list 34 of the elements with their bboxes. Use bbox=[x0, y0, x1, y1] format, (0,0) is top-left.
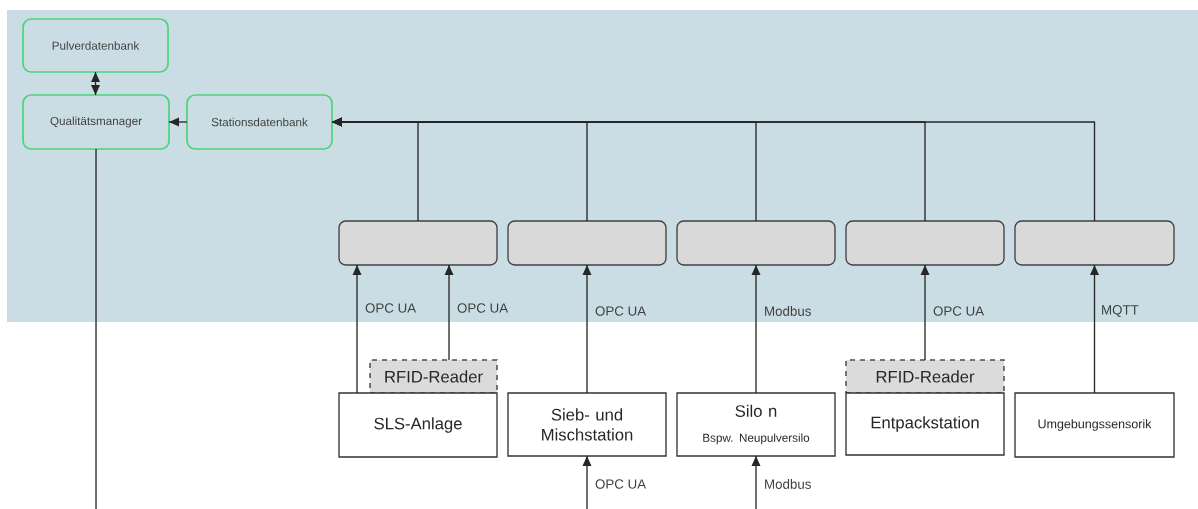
arrow bbox=[751, 455, 761, 509]
edge-label: Modbus bbox=[765, 306, 811, 316]
edge-label: OPC UA bbox=[933, 306, 985, 316]
station-box: Sieb- und Mischstation bbox=[507, 392, 667, 457]
edge-label: OPC UA bbox=[457, 303, 509, 313]
arrow bbox=[751, 264, 761, 394]
database-box: Pulverdatenbank bbox=[22, 18, 169, 73]
process-box: Qualitätsmanager bbox=[22, 94, 170, 150]
station-box: Entpackstation bbox=[845, 392, 1005, 456]
agent-box bbox=[845, 220, 1005, 266]
arrow bbox=[920, 264, 930, 361]
edge-label: OPC UA bbox=[595, 306, 647, 316]
agent-box bbox=[338, 220, 498, 266]
edge-label: Modbus bbox=[765, 479, 811, 489]
edge-label: OPC UA bbox=[365, 303, 417, 313]
edge-label: OPC UA bbox=[595, 479, 647, 489]
agent-box bbox=[676, 220, 836, 266]
arrow bbox=[352, 264, 362, 394]
arrow bbox=[1090, 264, 1099, 394]
arrow bbox=[582, 455, 592, 509]
reader-box: RFID-Reader bbox=[845, 359, 1005, 394]
arrow bbox=[444, 264, 454, 361]
station-box: Silo n Bspw. Neupulversilo bbox=[676, 392, 836, 457]
station-box: SLS-Anlage bbox=[338, 392, 498, 458]
edge-label: MQTT bbox=[1102, 305, 1139, 317]
sensor-box: Umgebungssensorik bbox=[1014, 392, 1175, 458]
arrow bbox=[582, 264, 592, 394]
database-box: Stationsdatenbank bbox=[186, 94, 333, 150]
arrow bbox=[331, 117, 1096, 222]
agent-box bbox=[1014, 220, 1175, 266]
agent-box bbox=[507, 220, 667, 266]
arrow bbox=[168, 117, 188, 127]
arrow bbox=[91, 71, 100, 96]
reader-box: RFID-Reader bbox=[369, 359, 498, 394]
